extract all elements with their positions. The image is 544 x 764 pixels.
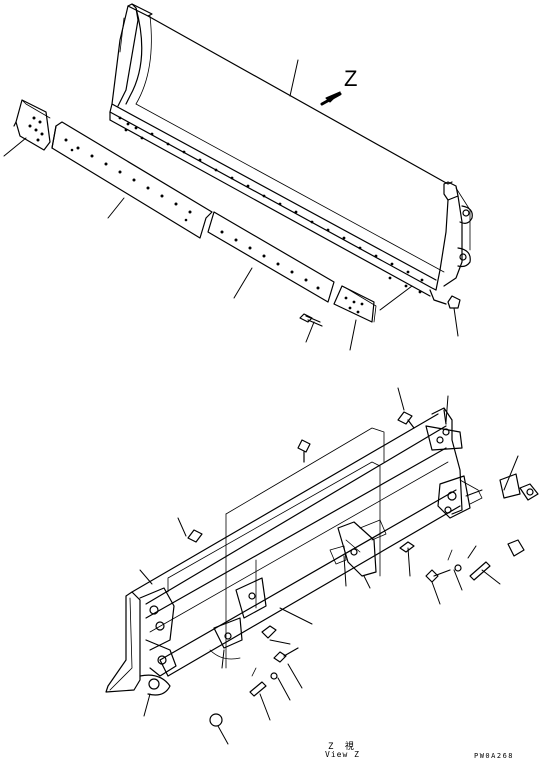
cutting-edge-left — [52, 122, 212, 238]
view-z-label: Z — [344, 66, 358, 91]
leader-lines-lower — [140, 388, 518, 744]
blade-assembly — [110, 4, 472, 304]
frame-assembly — [106, 408, 482, 695]
frame-hardware — [188, 412, 538, 726]
view-caption-subtitle: View Z — [325, 750, 360, 759]
view-z-arrow — [322, 92, 340, 104]
view-reference-lines — [168, 428, 384, 668]
leader-lines-upper — [4, 60, 458, 350]
edge-nut — [448, 296, 460, 308]
blade-bolt-holes — [118, 116, 424, 294]
drawing-code: PW0A268 — [474, 752, 515, 760]
edge-bolt — [300, 314, 322, 326]
cutting-edge-right — [208, 212, 334, 302]
view-caption-title: Z 視 — [328, 742, 357, 752]
end-bit-right — [334, 286, 376, 322]
end-bit-left — [14, 100, 50, 150]
